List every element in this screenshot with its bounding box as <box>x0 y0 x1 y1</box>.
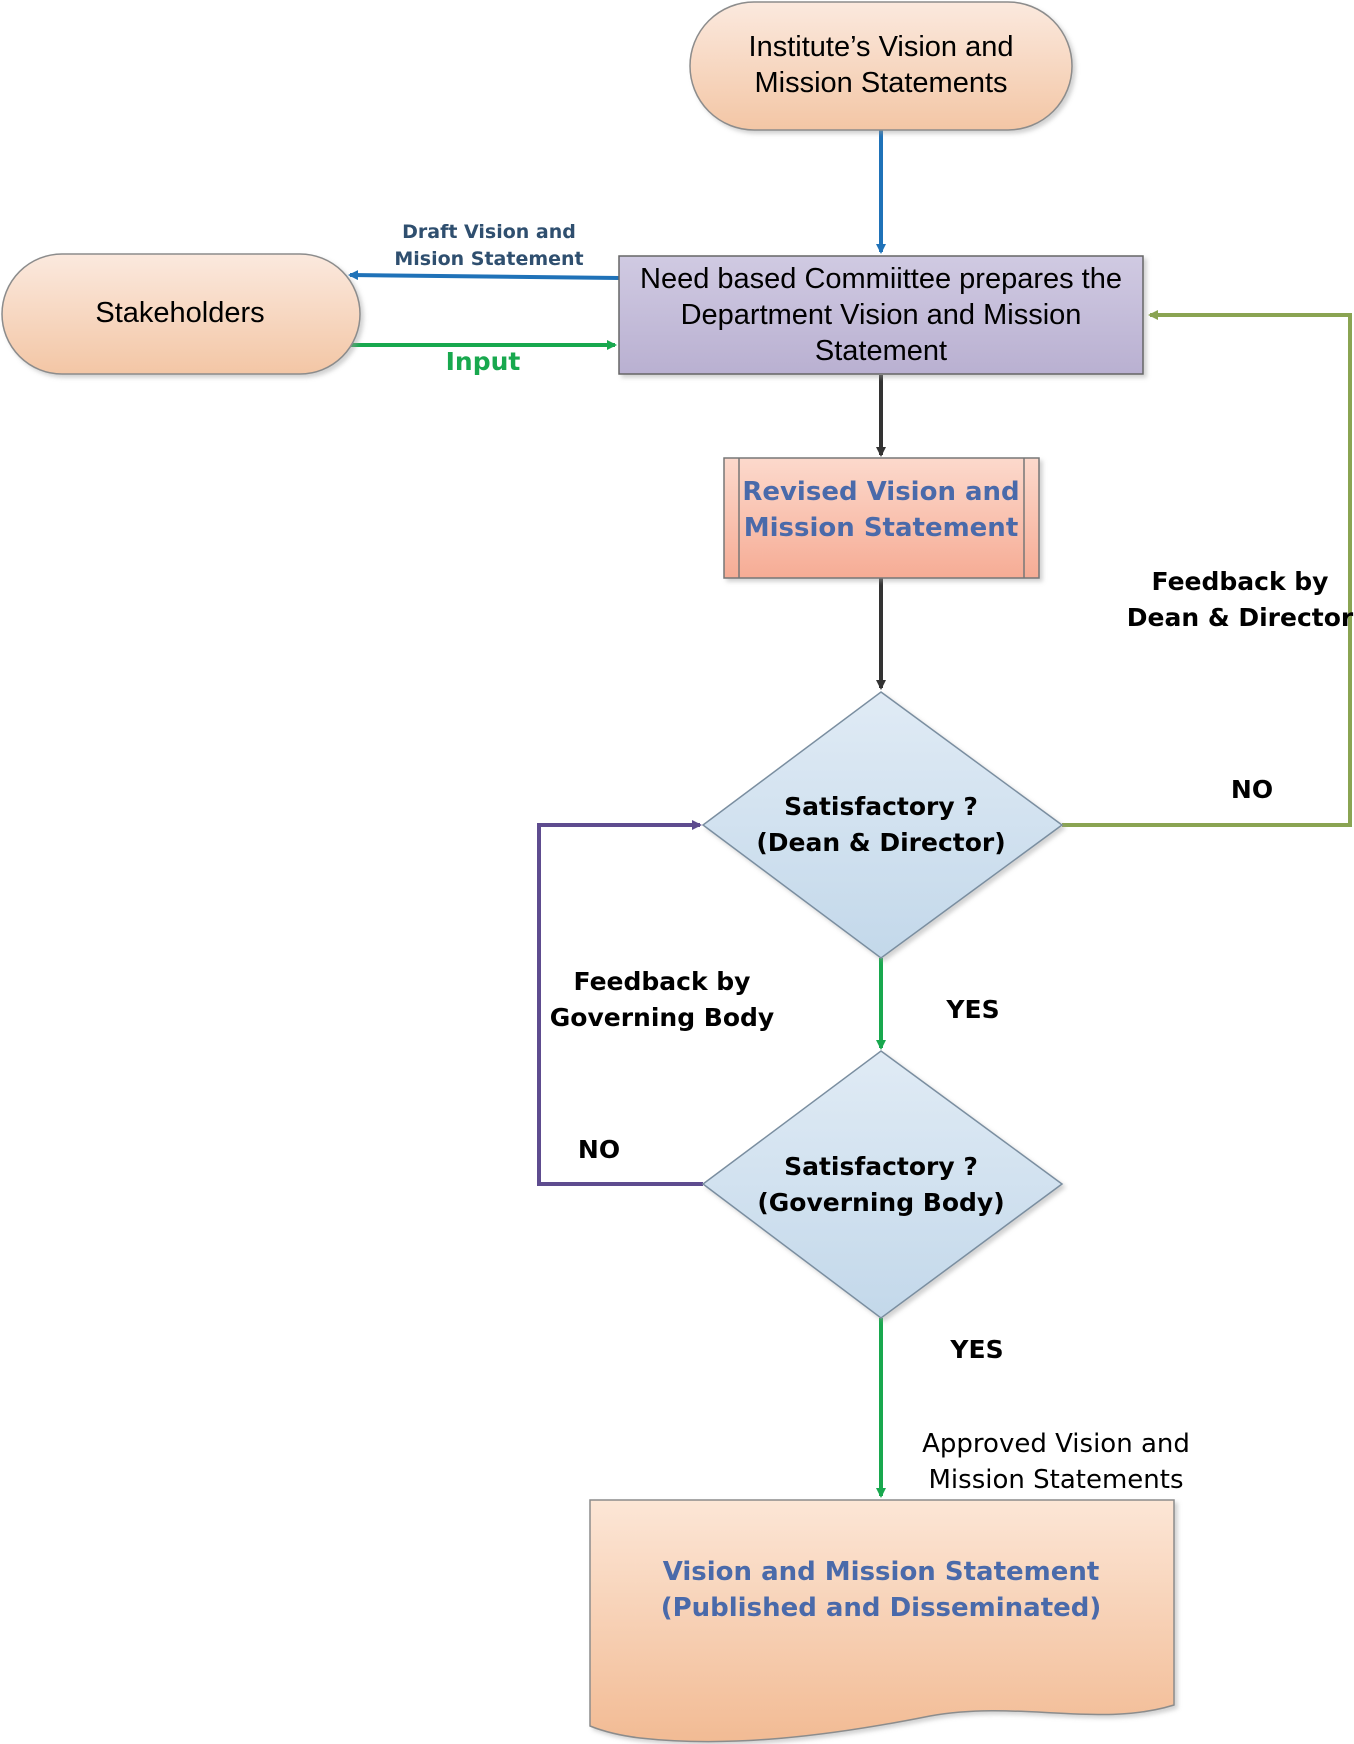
stakeholders-label: Stakeholders <box>95 297 264 329</box>
committee-line3: Statement <box>815 335 947 367</box>
edge-dean-no-feedback <box>1062 310 1352 827</box>
draft-label-line1: Draft Vision and <box>402 221 576 243</box>
decision-gov-line2: (Governing Body) <box>757 1188 1004 1217</box>
approved-label-line1: Approved Vision and <box>922 1429 1190 1459</box>
decision-gov-line1: Satisfactory ? <box>784 1152 978 1181</box>
decision-governing-body: Satisfactory ? (Governing Body) <box>701 1050 1064 1319</box>
feedback-dean-line1: Feedback by <box>1152 567 1329 596</box>
draft-label-line2: Mision Statement <box>394 248 583 270</box>
no-dean-label: NO <box>1231 775 1273 804</box>
edge-gov-no-feedback <box>537 820 703 1186</box>
feedback-gov-line2: Governing Body <box>550 1003 774 1032</box>
published-document: Vision and Mission Statement (Published … <box>589 1499 1175 1743</box>
no-gov-label: NO <box>578 1135 620 1164</box>
input-label: Input <box>446 347 521 376</box>
published-line2: (Published and Disseminated) <box>661 1593 1102 1623</box>
committee-line1: Need based Commiittee prepares the <box>640 263 1122 295</box>
institute-line2: Mission Statements <box>754 67 1007 99</box>
decision-dean-line1: Satisfactory ? <box>784 792 978 821</box>
revised-line1: Revised Vision and <box>742 477 1019 507</box>
revised-statement-box: Revised Vision and Mission Statement <box>723 457 1040 579</box>
institute-terminal: Institute’s Vision and Mission Statement… <box>689 1 1073 131</box>
published-line1: Vision and Mission Statement <box>663 1557 1100 1587</box>
yes-gov-label: YES <box>949 1335 1003 1364</box>
decision-dean-director: Satisfactory ? (Dean & Director) <box>701 691 1064 959</box>
committee-line2: Department Vision and Mission <box>681 299 1082 331</box>
feedback-dean-line2: Dean & Director <box>1127 603 1354 632</box>
institute-line1: Institute’s Vision and <box>749 31 1014 63</box>
feedback-gov-line1: Feedback by <box>574 967 751 996</box>
revised-line2: Mission Statement <box>744 513 1019 543</box>
yes-dean-label: YES <box>945 995 999 1024</box>
stakeholders-terminal: Stakeholders <box>1 253 361 375</box>
edge-draft-to-stakeholders <box>348 270 620 281</box>
approved-label-line2: Mission Statements <box>929 1465 1184 1495</box>
committee-process-box: Need based Commiittee prepares the Depar… <box>618 255 1144 375</box>
decision-dean-line2: (Dean & Director) <box>756 828 1005 857</box>
